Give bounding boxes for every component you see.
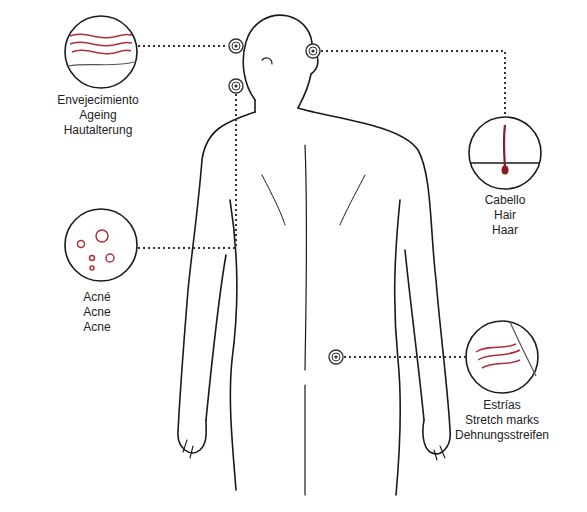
callout-label: Cabello bbox=[430, 193, 580, 208]
hair-icon bbox=[470, 125, 540, 175]
callout-label: Ageing bbox=[23, 108, 173, 123]
ageing-icon bbox=[68, 34, 134, 66]
callout-label: Acne bbox=[22, 320, 172, 335]
target-markers bbox=[229, 39, 343, 364]
callout-label: Hautalterung bbox=[23, 123, 173, 138]
callout-label: Estrías bbox=[427, 398, 577, 413]
callout-label: Haar bbox=[430, 223, 580, 238]
body-silhouette bbox=[178, 15, 450, 495]
callout-label: Acne bbox=[22, 305, 172, 320]
callout-label: Hair bbox=[430, 208, 580, 223]
callout-label: Stretch marks bbox=[427, 413, 577, 428]
stretch-marks-icon bbox=[476, 322, 536, 376]
callout-label: Envejecimiento bbox=[23, 93, 173, 108]
acne-icon bbox=[78, 230, 115, 270]
callout-label: Dehnungsstreifen bbox=[427, 428, 577, 443]
callout-label: Acné bbox=[22, 290, 172, 305]
callout-circles bbox=[65, 16, 541, 393]
leader-lines bbox=[138, 46, 505, 357]
